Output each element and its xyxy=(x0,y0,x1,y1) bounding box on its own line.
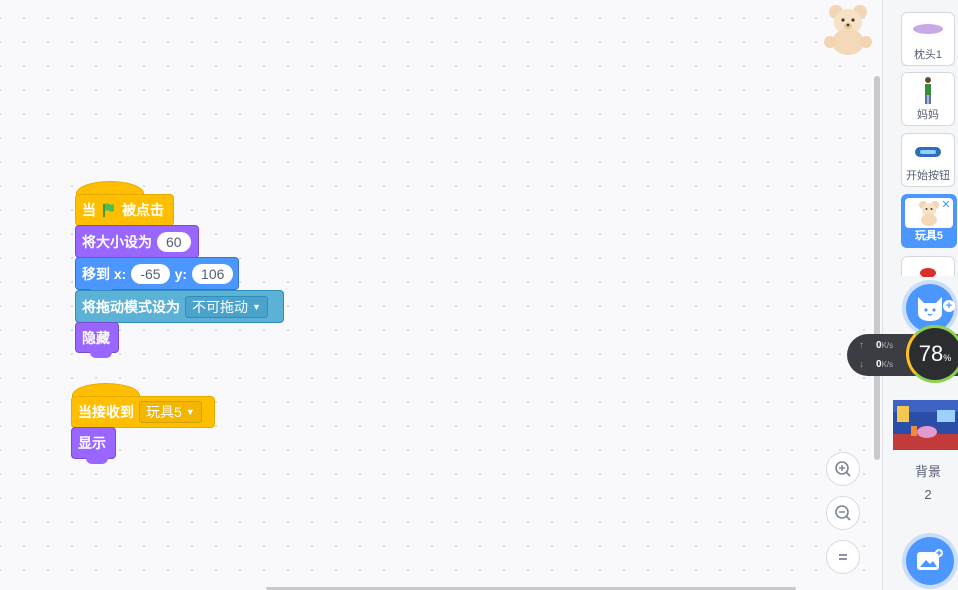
teddy-bear-icon xyxy=(919,201,939,226)
when-receive-block[interactable]: 当接收到 玩具5 ▼ xyxy=(71,396,215,433)
sprite-label: 枕头1 xyxy=(913,49,943,61)
set-size-block[interactable]: 将大小设为 60 xyxy=(75,225,199,263)
message-dropdown[interactable]: 玩具5 ▼ xyxy=(139,401,202,423)
horizontal-scrollbar[interactable] xyxy=(266,587,796,590)
stage-label: 背景 xyxy=(914,464,941,479)
message-value: 玩具5 xyxy=(146,404,182,420)
receive-label: 当接收到 xyxy=(78,404,134,420)
y-value-input[interactable]: 106 xyxy=(192,263,234,284)
percent-sign: % xyxy=(943,353,952,363)
green-flag-icon xyxy=(103,203,114,217)
sprite-label: 玩具5 xyxy=(914,230,944,242)
script-canvas[interactable]: 当 被点击 将大小设为 60 移到 x: -65 y: 106 将拖动模式设为 … xyxy=(0,0,882,590)
show-block[interactable]: 显示 xyxy=(71,427,116,464)
memory-usage-gauge[interactable]: 78% xyxy=(906,325,958,383)
chevron-down-icon: ▼ xyxy=(185,407,195,417)
goto-y-label: y: xyxy=(174,265,188,282)
plus-icon: + xyxy=(943,300,955,312)
start-button-icon xyxy=(915,147,941,157)
upload-arrow-icon: ↑ xyxy=(859,340,864,351)
goto-x-label: 移到 x: xyxy=(82,265,127,282)
stage-backdrop-thumbnail[interactable] xyxy=(893,400,958,450)
backdrop-count: 2 xyxy=(924,487,932,502)
hat-clicked-label: 被点击 xyxy=(122,202,164,218)
add-image-icon xyxy=(917,549,943,570)
zoom-in-button[interactable] xyxy=(826,452,860,486)
zoom-out-icon xyxy=(835,505,851,521)
zoom-in-icon xyxy=(835,461,851,477)
delete-sprite-icon[interactable]: ✕ xyxy=(939,198,953,212)
sprite-tile-toy5[interactable]: ✕ 玩具5 xyxy=(901,194,957,248)
drag-mode-dropdown[interactable]: 不可拖动 ▼ xyxy=(185,295,268,318)
hide-block[interactable]: 隐藏 xyxy=(75,322,119,358)
download-arrow-icon: ↓ xyxy=(859,359,864,370)
pillow-icon xyxy=(913,24,943,34)
size-value-input[interactable]: 60 xyxy=(157,231,191,252)
show-label: 显示 xyxy=(78,435,106,451)
sprite-tile-partial[interactable] xyxy=(901,256,955,278)
drag-mode-value: 不可拖动 xyxy=(192,298,248,315)
chevron-down-icon: ▼ xyxy=(252,301,261,312)
hide-label: 隐藏 xyxy=(82,329,110,346)
usage-percent: 78 xyxy=(918,341,944,366)
when-flag-clicked-block[interactable]: 当 被点击 xyxy=(75,194,174,231)
sprite-label: 开始按钮 xyxy=(906,170,950,182)
teddy-bear-preview-icon xyxy=(824,5,872,55)
set-size-label: 将大小设为 xyxy=(82,233,152,250)
hat-when-label: 当 xyxy=(82,202,96,218)
set-drag-mode-block[interactable]: 将拖动模式设为 不可拖动 ▼ xyxy=(75,290,284,328)
download-value: 0 xyxy=(876,359,882,370)
sprite-tile-mom[interactable]: 妈妈 xyxy=(901,72,955,126)
drag-mode-label: 将拖动模式设为 xyxy=(82,298,180,315)
download-unit: K/s xyxy=(881,360,894,369)
equals-icon xyxy=(839,554,847,560)
red-object-icon xyxy=(920,268,936,278)
vertical-scrollbar[interactable] xyxy=(874,76,880,460)
download-row: ↓ 0K/s xyxy=(859,359,893,370)
zoom-reset-button[interactable] xyxy=(826,540,860,574)
x-value-input[interactable]: -65 xyxy=(131,263,170,284)
sprite-label: 妈妈 xyxy=(917,109,939,121)
upload-row: ↑ 0K/s xyxy=(859,340,893,351)
upload-unit: K/s xyxy=(881,341,894,350)
zoom-out-button[interactable] xyxy=(826,496,860,530)
sprite-tile-start-button[interactable]: 开始按钮 xyxy=(901,133,955,187)
sprite-tile-pillow[interactable]: 枕头1 xyxy=(901,12,955,66)
add-backdrop-button[interactable] xyxy=(906,537,954,585)
upload-value: 0 xyxy=(876,340,882,351)
cat-face-icon xyxy=(918,297,942,321)
mom-figure-icon xyxy=(925,77,931,104)
goto-xy-block[interactable]: 移到 x: -65 y: 106 xyxy=(75,257,239,295)
